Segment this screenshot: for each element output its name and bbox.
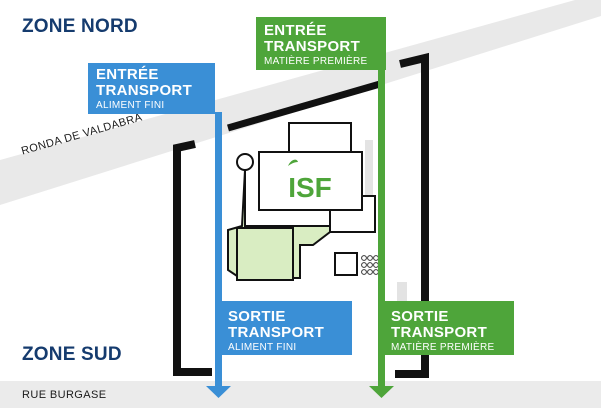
road-burgase <box>0 381 601 408</box>
entree-aliment-fini-box: ENTRÉE TRANSPORT ALIMENT FINI <box>88 63 215 114</box>
north-building <box>288 122 352 156</box>
sortie-aliment-fini-box: SORTIE TRANSPORT ALIMENT FINI <box>218 301 352 355</box>
sortie-aliment-line1: SORTIE <box>228 308 286 325</box>
green-arrow-shaft <box>378 68 385 388</box>
perimeter-wall-top <box>227 80 381 132</box>
small-square-building <box>334 252 358 276</box>
perimeter-wall-left <box>173 140 212 376</box>
sortie-matiere-sub: MATIÈRE PREMIÈRE <box>391 341 495 353</box>
perimeter-wall-right <box>395 52 429 378</box>
isf-logo-text: ISF <box>288 172 332 203</box>
entree-matiere-line2: TRANSPORT <box>264 37 361 55</box>
gray-strip-upper <box>365 140 373 200</box>
main-building <box>258 151 363 211</box>
entree-matiere-sub: MATIÈRE PREMIÈRE <box>264 55 368 67</box>
entree-matiere-premiere-box: ENTRÉE TRANSPORT MATIÈRE PREMIÈRE <box>256 17 386 70</box>
entree-matiere-line1: ENTRÉE <box>264 22 327 39</box>
silo-circle <box>236 153 254 171</box>
storage-building <box>236 227 294 281</box>
road-valdabra <box>0 0 601 205</box>
silo-grid <box>361 255 379 275</box>
sortie-matiere-line1: SORTIE <box>391 308 449 325</box>
sortie-aliment-sub: ALIMENT FINI <box>228 341 297 353</box>
sortie-matiere-line2: TRANSPORT <box>391 323 488 341</box>
sortie-aliment-line2: TRANSPORT <box>228 323 325 341</box>
zone-nord-label: ZONE NORD <box>22 16 138 37</box>
street-burgase-label: RUE BURGASE <box>22 389 107 401</box>
isf-logo-icon: ISF <box>288 159 332 203</box>
zone-sud-label: ZONE SUD <box>22 344 122 365</box>
blue-arrow-shaft <box>215 112 222 388</box>
entree-aliment-sub: ALIMENT FINI <box>96 99 165 111</box>
sortie-matiere-premiere-box: SORTIE TRANSPORT MATIÈRE PREMIÈRE <box>383 301 514 355</box>
entree-aliment-line2: TRANSPORT <box>96 81 193 99</box>
green-arrow-head <box>369 386 394 398</box>
blue-arrow-head <box>206 386 231 398</box>
entree-aliment-line1: ENTRÉE <box>96 66 159 83</box>
